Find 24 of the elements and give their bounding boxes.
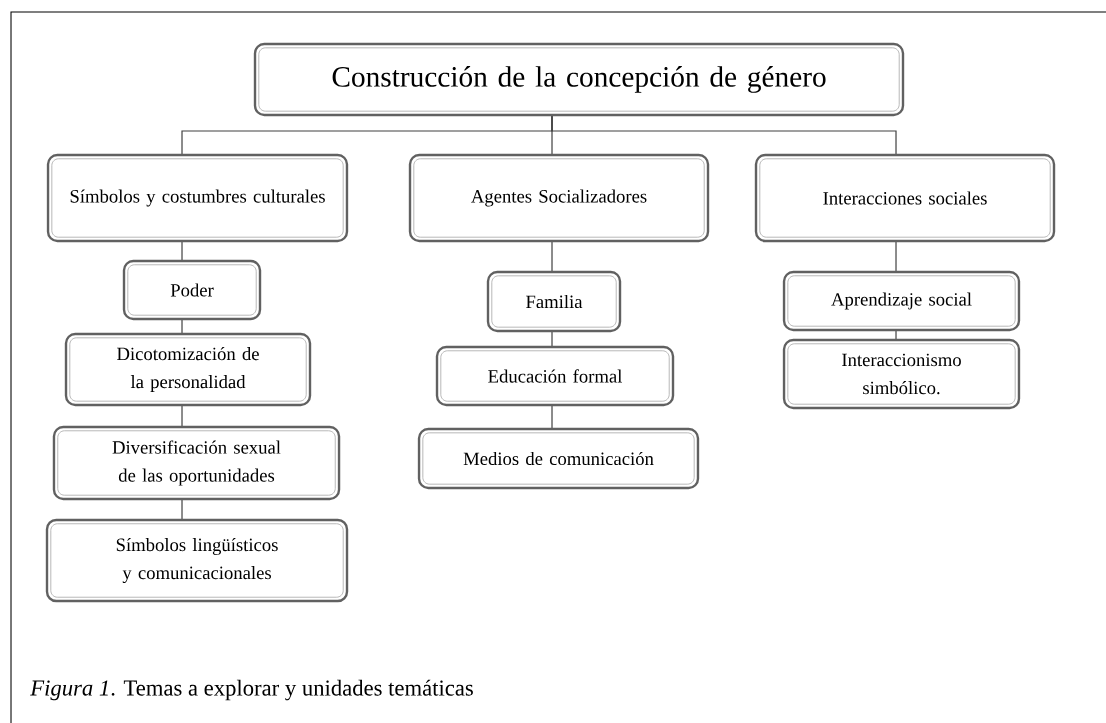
text-box: Interaccionismo simbólico. <box>782 338 1021 410</box>
connector-line <box>551 404 553 430</box>
connector-line <box>551 330 553 348</box>
text-box: Diversificación sexual de las oportunidades <box>52 425 341 501</box>
text-box: Interacciones sociales <box>754 153 1056 243</box>
text-box: Aprendizaje social <box>782 270 1021 332</box>
text-box: Construcción de la concepción de género <box>253 42 905 117</box>
connector-line <box>895 329 897 341</box>
text-box: Agentes Socializadores <box>408 153 710 243</box>
connector-line <box>895 240 897 273</box>
connector-line <box>551 114 897 156</box>
text-box: Medios de comunicación <box>417 427 700 490</box>
text-box: Símbolos lingüísticos y comunicacionales <box>45 518 349 603</box>
connector-line <box>181 498 183 521</box>
connector-line <box>181 318 183 335</box>
figure-caption: Figura 1. Temas a explorar y unidades temáticas <box>30 679 473 701</box>
connector-line <box>551 240 553 273</box>
connector-line <box>181 404 183 428</box>
text-box: Símbolos y costumbres culturales <box>46 153 349 243</box>
text-box: Familia <box>486 270 622 333</box>
text-box: Poder <box>122 259 262 321</box>
text-box: Dicotomización de la personalidad <box>64 332 312 407</box>
connector-line <box>181 240 183 262</box>
text-box: Educación formal <box>435 345 675 407</box>
